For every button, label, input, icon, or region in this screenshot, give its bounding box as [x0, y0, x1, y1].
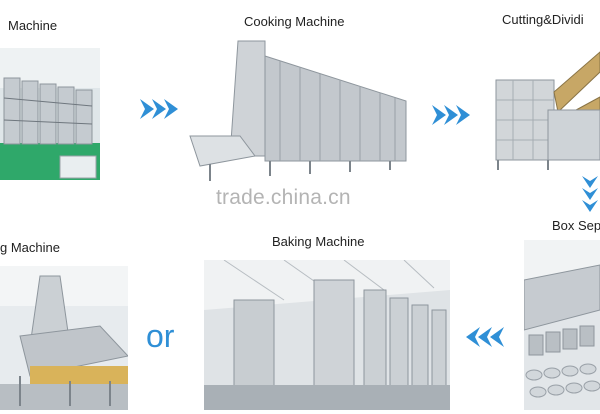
- frying-machine-photo: [0, 266, 128, 410]
- baking-machine-photo: [204, 260, 450, 410]
- cooking-machine-photo: [180, 36, 416, 186]
- box-separating-label: Box Sep: [552, 218, 600, 233]
- machine-label-top-left: Machine: [8, 18, 58, 33]
- double-chevron-down-icon: [580, 176, 600, 219]
- baking-machine-label: Baking Machine: [272, 234, 365, 249]
- cutting-dividing-machine-photo: [488, 32, 600, 172]
- cutting-dividing-label: Cutting&Dividi: [502, 12, 584, 27]
- frying-machine-label: g Machine: [0, 240, 60, 255]
- double-chevron-right-icon: [140, 96, 180, 127]
- watermark-text: trade.china.cn: [216, 186, 351, 209]
- box-separating-machine-photo: [524, 240, 600, 410]
- double-chevron-left-icon: [464, 324, 504, 355]
- steaming-machine-photo: [0, 48, 100, 180]
- or-text: or: [146, 318, 175, 354]
- cooking-machine-label: Cooking Machine: [244, 14, 345, 29]
- double-chevron-right-icon: [432, 102, 472, 133]
